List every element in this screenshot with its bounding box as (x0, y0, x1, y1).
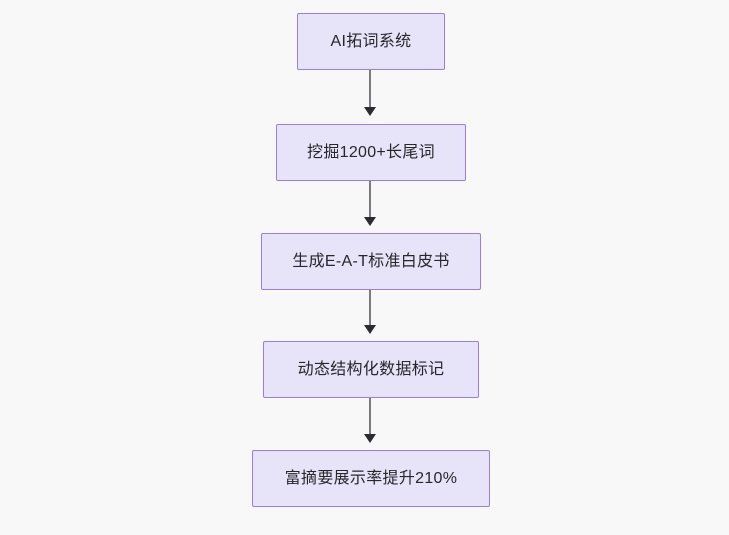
arrow-down-icon (364, 434, 376, 443)
flow-node-label: 动态结构化数据标记 (297, 360, 445, 378)
arrow-down-icon (364, 325, 376, 334)
flow-node-label: AI拓词系统 (330, 32, 412, 50)
flow-node-eat-whitepaper[interactable]: 生成E-A-T标准白皮书 (261, 233, 481, 290)
flow-node-label: 挖掘1200+长尾词 (307, 143, 435, 161)
flow-edge-n2-n3 (369, 181, 371, 218)
arrow-down-icon (364, 217, 376, 226)
arrow-down-icon (364, 107, 376, 116)
flow-node-longtail-keywords[interactable]: 挖掘1200+长尾词 (276, 124, 466, 181)
flow-edge-n1-n2 (369, 70, 371, 108)
flow-node-structured-data-markup[interactable]: 动态结构化数据标记 (263, 341, 479, 398)
flow-node-rich-snippet-result[interactable]: 富摘要展示率提升210% (252, 450, 490, 507)
flow-edge-n3-n4 (369, 290, 371, 326)
flow-node-label: 富摘要展示率提升210% (284, 469, 458, 487)
flow-node-label: 生成E-A-T标准白皮书 (292, 252, 450, 270)
flow-edge-n4-n5 (369, 398, 371, 435)
flow-node-ai-keyword-system[interactable]: AI拓词系统 (297, 13, 445, 70)
